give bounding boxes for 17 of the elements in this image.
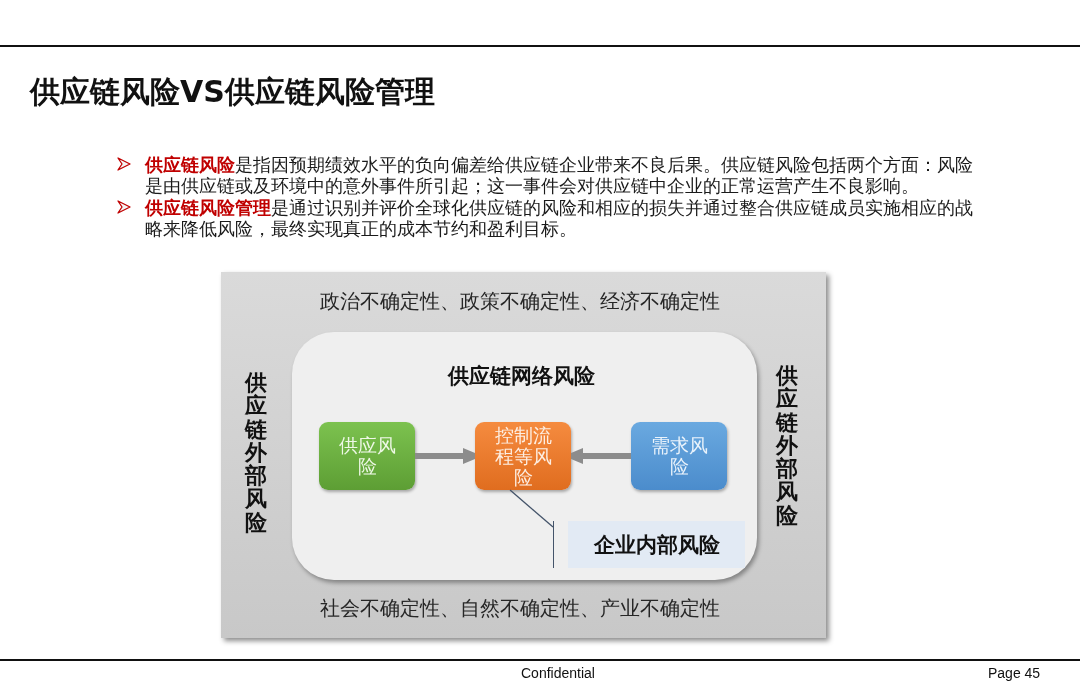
vertical-label: 供应链外部风险 bbox=[775, 364, 799, 528]
process-box: 供应风险 bbox=[319, 422, 415, 490]
callout-box: 企业内部风险 bbox=[553, 521, 745, 568]
panel-text: 社会不确定性、自然不确定性、产业不确定性 bbox=[320, 596, 720, 620]
bullet-text: 供应链风险是指因预期绩效水平的负向偏差给供应链企业带来不良后果。供应链风险包括两个方面：风险是由供应链或及环境中的意外事件所引起；这一事件会对供应链中企业的正常运营产生不良影响。 bbox=[145, 154, 974, 196]
bullet-text: 供应链风险管理是通过识别并评价全球化供应链的风险和相应的损失并通过整合供应链成员实施相应的战略来降低风险，最终实现真正的成本节约和盈利目标。 bbox=[145, 197, 974, 239]
process-box: 控制流程等风险 bbox=[475, 422, 571, 490]
vertical-label: 供应链外部风险 bbox=[244, 371, 268, 535]
rounded-panel bbox=[292, 332, 757, 580]
page-title: 供应链风险VS供应链风险管理 bbox=[30, 74, 435, 110]
outer-panel bbox=[221, 272, 826, 638]
leader-line bbox=[509, 489, 554, 528]
footer-text: Confidential bbox=[521, 665, 595, 681]
page-number: Page 45 bbox=[988, 665, 1041, 681]
process-box: 需求风险 bbox=[631, 422, 727, 490]
panel-text: 政治不确定性、政策不确定性、经济不确定性 bbox=[320, 289, 720, 313]
panel-heading: 供应链网络风险 bbox=[447, 363, 595, 389]
